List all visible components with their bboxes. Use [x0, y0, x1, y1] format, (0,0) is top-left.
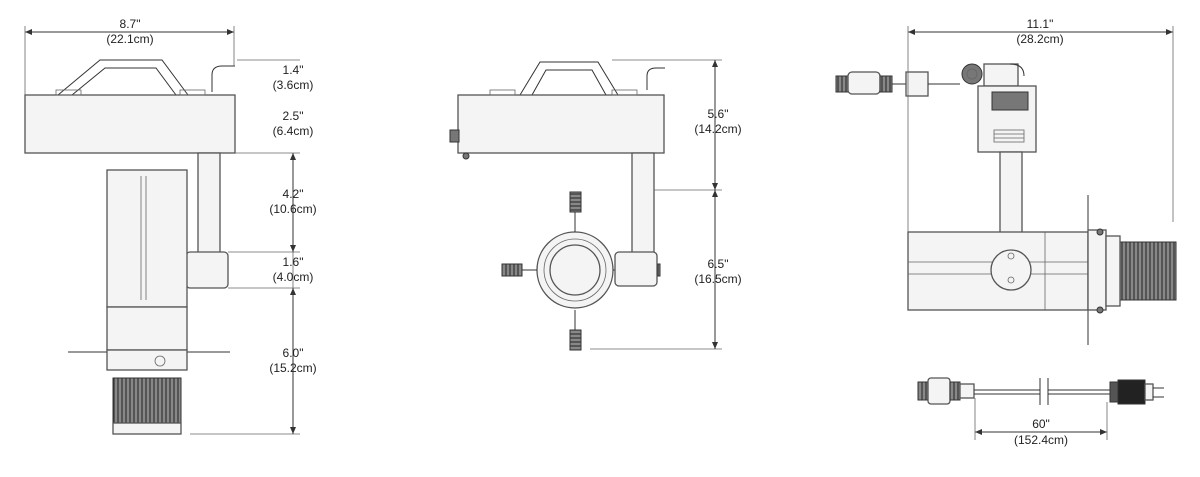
- front-d2-in: 2.5": [283, 109, 304, 123]
- cable-length-cm: (152.4cm): [1014, 433, 1068, 447]
- front-view: [24, 26, 300, 435]
- side-length-cm: (28.2cm): [1016, 32, 1063, 46]
- front-d2-cm: (6.4cm): [273, 124, 314, 138]
- side-length-in: 11.1": [1027, 17, 1054, 31]
- front-d4-cm: (4.0cm): [273, 270, 314, 284]
- power-cable: [917, 377, 1164, 440]
- side-view: [835, 26, 1177, 345]
- front-d1-in: 1.4": [283, 63, 304, 77]
- front-d3-in: 4.2": [283, 187, 304, 201]
- center-d2-cm: (16.5cm): [694, 272, 741, 286]
- front-d5-cm: (15.2cm): [269, 361, 316, 375]
- center-view: [449, 59, 722, 351]
- front-d5-in: 6.0": [283, 346, 304, 360]
- front-d4-in: 1.6": [283, 255, 304, 269]
- center-d1-cm: (14.2cm): [694, 122, 741, 136]
- cable-length-in: 60": [1032, 417, 1050, 431]
- center-d1-in: 5.6": [708, 107, 729, 121]
- front-d3-cm: (10.6cm): [269, 202, 316, 216]
- center-d2-in: 6.5": [708, 257, 729, 271]
- front-width-cm: (22.1cm): [106, 32, 153, 46]
- front-width-in: 8.7": [120, 17, 141, 31]
- front-d1-cm: (3.6cm): [273, 78, 314, 92]
